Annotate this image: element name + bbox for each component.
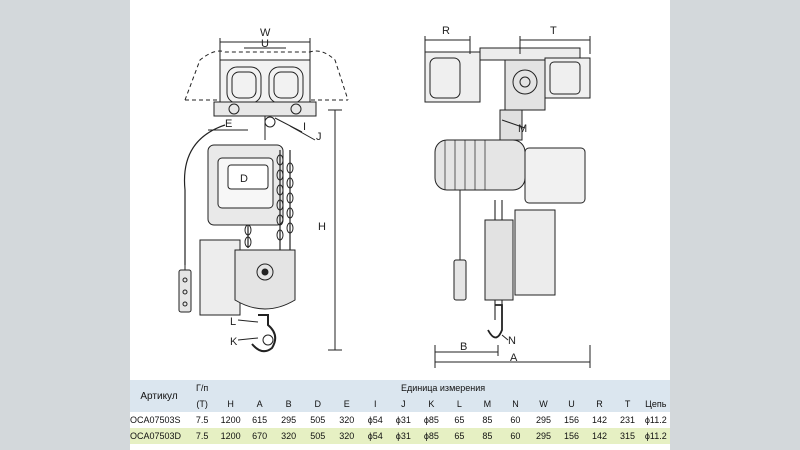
dim-label-T: T <box>550 25 557 37</box>
dim-label-M: M <box>518 123 527 135</box>
dim-label-K: K <box>230 336 238 348</box>
column-header: U <box>557 396 586 412</box>
spec-table: Артикул Г/п Единица измерения (T) H A B … <box>130 380 670 444</box>
article-cell: OCA07503S <box>130 412 189 428</box>
value-cell: 670 <box>245 428 275 444</box>
column-header: D <box>303 396 333 412</box>
units-header: Единица измерения <box>216 380 670 396</box>
column-header: A <box>245 396 275 412</box>
dim-label-D: D <box>240 173 248 185</box>
column-header: R <box>585 396 614 412</box>
dim-label-A: A <box>510 352 518 364</box>
dim-label-J: J <box>316 131 322 143</box>
article-header: Артикул <box>130 380 189 412</box>
value-cell: 156 <box>557 428 586 444</box>
technical-drawing: W U E I J D H L K R T M N B A <box>178 25 591 368</box>
column-header: E <box>332 396 362 412</box>
value-cell: 295 <box>529 412 558 428</box>
value-cell: ϕ85 <box>417 428 446 444</box>
value-cell: ϕ11.2 <box>641 428 670 444</box>
column-header: N <box>501 396 530 412</box>
value-cell: 65 <box>445 412 474 428</box>
dim-label-U: U <box>261 38 269 50</box>
value-cell: 1200 <box>216 412 246 428</box>
table-row: OCA07503S 7.5 1200 615 295 505 320 ϕ54 ϕ… <box>130 412 670 428</box>
value-cell: ϕ54 <box>361 428 390 444</box>
value-cell: 315 <box>613 428 642 444</box>
column-header: L <box>445 396 474 412</box>
capacity-cell: 7.5 <box>188 428 217 444</box>
value-cell: 615 <box>245 412 275 428</box>
column-header: K <box>417 396 446 412</box>
value-cell: 85 <box>473 412 502 428</box>
dim-label-E: E <box>225 118 232 130</box>
capacity-cell: 7.5 <box>188 412 217 428</box>
value-cell: ϕ11.2 <box>641 412 670 428</box>
value-cell: 320 <box>332 428 362 444</box>
value-cell: 295 <box>529 428 558 444</box>
value-cell: 142 <box>585 412 614 428</box>
value-cell: 320 <box>332 412 362 428</box>
column-header: M <box>473 396 502 412</box>
value-cell: 142 <box>585 428 614 444</box>
dim-label-L: L <box>230 316 236 328</box>
value-cell: ϕ31 <box>389 428 418 444</box>
value-cell: ϕ31 <box>389 412 418 428</box>
value-cell: 295 <box>274 412 304 428</box>
column-header: J <box>389 396 418 412</box>
column-header: B <box>274 396 304 412</box>
spec-sheet-panel: W U E I J D H L K R T M N B A Артикул Г/… <box>130 0 670 450</box>
column-header: T <box>613 396 642 412</box>
column-header: I <box>361 396 390 412</box>
article-cell: OCA07503D <box>130 428 189 444</box>
front-view <box>178 38 349 353</box>
value-cell: 1200 <box>216 428 246 444</box>
value-cell: 60 <box>501 428 530 444</box>
value-cell: 320 <box>274 428 304 444</box>
value-cell: ϕ54 <box>361 412 390 428</box>
value-cell: 505 <box>303 412 333 428</box>
value-cell: 231 <box>613 412 642 428</box>
table-row: OCA07503D 7.5 1200 670 320 505 320 ϕ54 ϕ… <box>130 428 670 444</box>
value-cell: 65 <box>445 428 474 444</box>
dim-label-N: N <box>508 335 516 347</box>
capacity-header-line1: Г/п <box>188 380 217 396</box>
capacity-header-line2: (T) <box>188 396 217 412</box>
column-header: H <box>216 396 246 412</box>
value-cell: 60 <box>501 412 530 428</box>
value-cell: 505 <box>303 428 333 444</box>
side-view <box>424 36 591 368</box>
value-cell: 156 <box>557 412 586 428</box>
dim-label-R: R <box>442 25 450 37</box>
dim-label-I: I <box>303 121 306 133</box>
dim-label-W: W <box>260 27 271 39</box>
dim-label-H: H <box>318 221 326 233</box>
column-header: Цепь <box>641 396 670 412</box>
value-cell: ϕ85 <box>417 412 446 428</box>
dim-label-B: B <box>460 341 467 353</box>
column-header: W <box>529 396 558 412</box>
value-cell: 85 <box>473 428 502 444</box>
